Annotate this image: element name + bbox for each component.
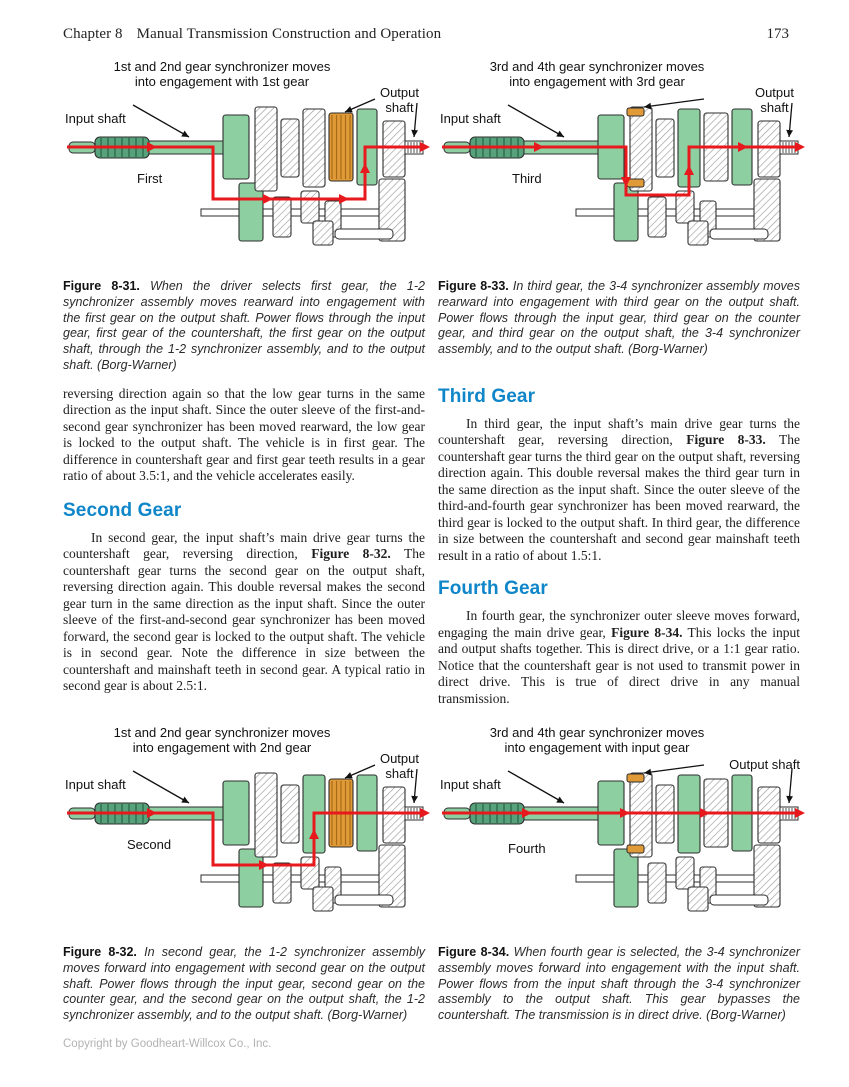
callout-line1: 3rd and 4th gear synchronizer moves: [489, 59, 705, 74]
transmission-diagram-first-gear: [67, 98, 430, 246]
callout-line2: into engagement with 1st gear: [134, 74, 310, 90]
figure-caption: Figure 8-31. When the driver selects fir…: [63, 279, 425, 374]
callout-line1: 3rd and 4th gear synchronizer moves: [489, 725, 705, 740]
figure-caption: Figure 8-34. When fourth gear is selecte…: [438, 945, 800, 1024]
output-line1: Output shaft: [729, 757, 800, 772]
caption-text: In third gear, the 3-4 synchronizer asse…: [438, 279, 800, 356]
output-line2: shaft: [760, 100, 789, 116]
heading-fourth-gear: Fourth Gear: [438, 578, 548, 599]
synchronizer-callout-label: 1st and 2nd gear synchronizer moves into…: [63, 725, 381, 756]
paragraph-text: In second gear, the input shaft’s main d…: [63, 529, 425, 562]
gear-position-label: First: [137, 171, 163, 186]
callout-line2: into engagement with 3rd gear: [509, 74, 685, 90]
synchronizer-callout-label: 3rd and 4th gear synchronizer moves into…: [438, 725, 756, 756]
synchronizer-callout-label: 3rd and 4th gear synchronizer moves into…: [438, 59, 756, 90]
figure-8-34: 3rd and 4th gear synchronizer moves into…: [438, 725, 805, 1024]
caption-text: When the driver selects first gear, the …: [63, 279, 425, 372]
caption-text: When fourth gear is selected, the 3-4 sy…: [438, 945, 800, 1022]
figure-row-top: 1st and 2nd gear synchronizer moves into…: [0, 59, 849, 374]
output-shaft-label: Output shaft: [380, 85, 419, 116]
caption-lead: Figure 8-32.: [63, 945, 137, 959]
page-header: Chapter 8 Manual Transmission Constructio…: [0, 0, 849, 43]
page-number: 173: [766, 26, 790, 42]
output-shaft-label: Output shaft: [729, 757, 800, 772]
synchronizer-callout-label: 1st and 2nd gear synchronizer moves into…: [63, 59, 381, 90]
input-shaft-label: Input shaft: [440, 111, 501, 126]
transmission-diagram-third-gear: [442, 98, 805, 246]
callout-line2: into engagement with 2nd gear: [132, 740, 312, 756]
heading-third-gear: Third Gear: [438, 385, 536, 407]
figure-caption: Figure 8-33. In third gear, the 3-4 sync…: [438, 279, 800, 358]
input-shaft-label: Input shaft: [65, 777, 126, 792]
callout-line1: 1st and 2nd gear synchronizer moves: [113, 725, 331, 740]
diagram-fourth-gear: 3rd and 4th gear synchronizer moves into…: [438, 725, 805, 937]
output-line1: Output: [379, 85, 419, 100]
transmission-diagram-fourth-gear: [442, 764, 805, 912]
paragraph-text: In third gear, the input shaft’s main dr…: [438, 415, 800, 448]
output-shaft-label: Output shaft: [380, 751, 419, 782]
heading-second-gear: Second Gear: [63, 499, 182, 521]
copyright-notice: Copyright by Goodheart-Willcox Co., Inc.: [63, 1037, 272, 1050]
diagram-first-gear: 1st and 2nd gear synchronizer moves into…: [63, 59, 430, 271]
paragraph-text: In fourth gear, the synchronizer outer s…: [438, 608, 800, 640]
output-line1: Output: [379, 751, 419, 766]
figure-reference: Figure 8-34.: [611, 624, 683, 640]
figure-reference: Figure 8-32.: [311, 546, 391, 561]
caption-lead: Figure 8-33.: [438, 279, 509, 293]
first-gear-continued-paragraph: reversing direction again so that the lo…: [63, 385, 425, 484]
second-gear-paragraph: In second gear, the input shaft’s main d…: [63, 530, 425, 695]
paragraph-text: The countershaft gear turns the third ge…: [438, 432, 800, 563]
fourth-gear-paragraph: In fourth gear, the synchronizer outer s…: [438, 608, 800, 707]
caption-lead: Figure 8-34.: [438, 945, 510, 959]
diagram-second-gear: 1st and 2nd gear synchronizer moves into…: [63, 725, 430, 937]
caption-lead: Figure 8-31.: [63, 279, 140, 293]
gear-position-label: Third: [512, 171, 542, 186]
chapter-heading: Chapter 8 Manual Transmission Constructio…: [63, 26, 441, 43]
left-column: reversing direction again so that the lo…: [63, 386, 425, 708]
figure-reference: Figure 8-33.: [686, 432, 766, 447]
third-gear-paragraph: In third gear, the input shaft’s main dr…: [438, 416, 800, 565]
output-line2: shaft: [385, 100, 414, 116]
figure-caption: Figure 8-32. In second gear, the 1-2 syn…: [63, 945, 425, 1024]
chapter-title: Manual Transmission Construction and Ope…: [136, 26, 442, 42]
input-shaft-label: Input shaft: [440, 777, 501, 792]
figure-8-31: 1st and 2nd gear synchronizer moves into…: [63, 59, 430, 374]
right-column: Third Gear In third gear, the input shaf…: [438, 386, 800, 708]
chapter-number: Chapter 8: [63, 26, 123, 42]
output-line1: Output: [754, 85, 794, 100]
figure-8-32: 1st and 2nd gear synchronizer moves into…: [63, 725, 430, 1024]
paragraph-text: The countershaft gear turns the second g…: [63, 546, 425, 693]
callout-line1: 1st and 2nd gear synchronizer moves: [113, 59, 331, 74]
paragraph-text: This locks the input and output shafts t…: [438, 624, 801, 706]
gear-position-label: Second: [127, 837, 172, 852]
transmission-diagram-second-gear: [67, 764, 430, 912]
figure-row-bottom: 1st and 2nd gear synchronizer moves into…: [0, 725, 849, 1024]
figure-8-33: 3rd and 4th gear synchronizer moves into…: [438, 59, 805, 374]
diagram-third-gear: 3rd and 4th gear synchronizer moves into…: [438, 59, 805, 271]
gear-position-label: Fourth: [508, 841, 546, 856]
output-line2: shaft: [385, 766, 414, 782]
input-shaft-label: Input shaft: [65, 111, 126, 126]
output-shaft-label: Output shaft: [755, 85, 794, 116]
caption-text: In second gear, the 1-2 synchronizer ass…: [63, 945, 425, 1022]
callout-line2: into engagement with input gear: [504, 740, 690, 756]
body-text-row: reversing direction again so that the lo…: [0, 386, 849, 708]
